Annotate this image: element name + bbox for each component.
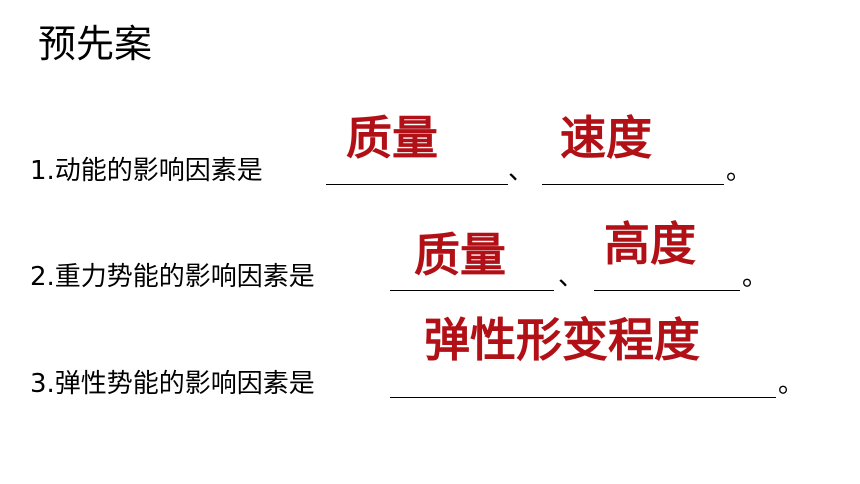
question-1-prefix: 1.动能的影响因素是 [30, 156, 263, 186]
question-2-end: 。 [742, 262, 769, 292]
question-2-separator: 、 [558, 262, 585, 292]
question-3-blank-1 [390, 397, 776, 398]
question-2-answer-1: 质量 [414, 228, 506, 282]
question-2-blank-1 [390, 290, 554, 291]
question-1-end: 。 [726, 156, 753, 186]
question-1-answer-1: 质量 [346, 111, 438, 165]
question-2-blank-2 [594, 290, 740, 291]
question-1-blank-2 [542, 184, 724, 185]
question-1-answer-2: 速度 [560, 111, 652, 165]
question-2-answer-2: 高度 [604, 217, 696, 271]
page-title: 预先案 [38, 22, 153, 66]
question-3-prefix: 3.弹性势能的影响因素是 [30, 369, 315, 399]
question-1-blank-1 [326, 184, 508, 185]
question-3-answer-1: 弹性形变程度 [424, 313, 700, 367]
question-3-end: 。 [778, 369, 805, 399]
question-1-separator: 、 [508, 156, 535, 186]
question-2-prefix: 2.重力势能的影响因素是 [30, 262, 315, 292]
